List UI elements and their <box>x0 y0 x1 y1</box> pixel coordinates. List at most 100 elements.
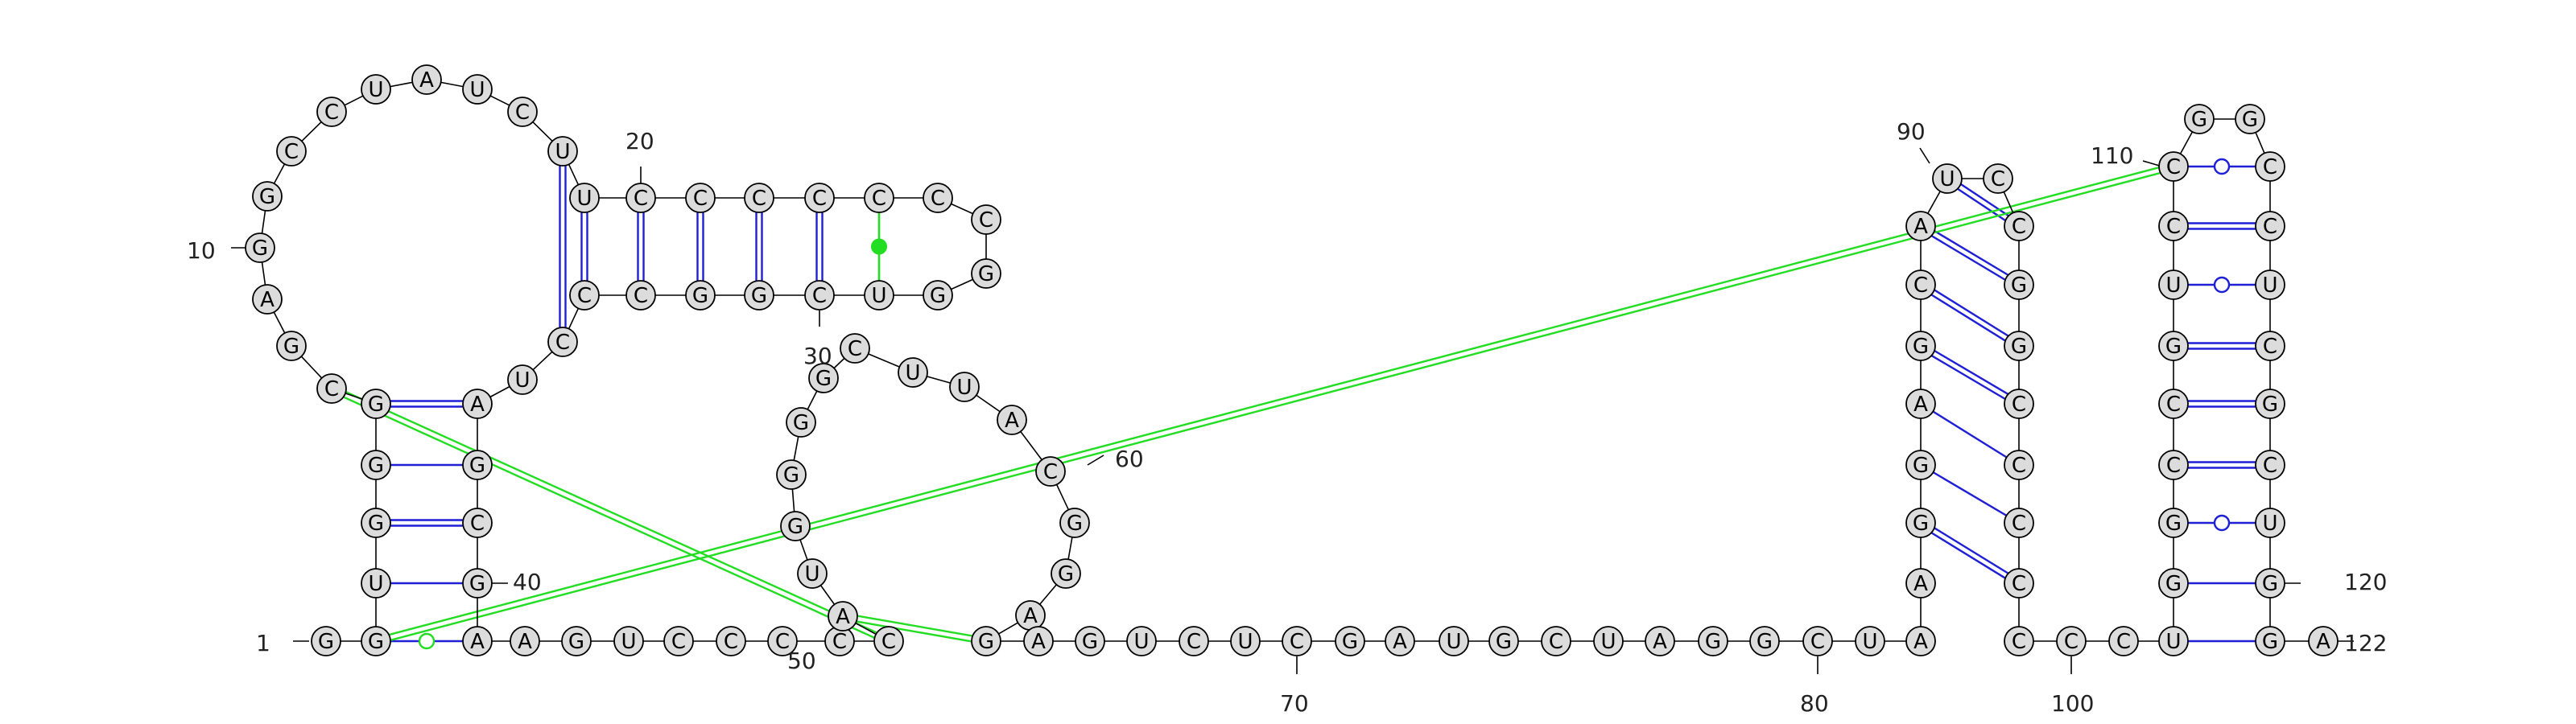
backbone-13-14 <box>344 95 364 106</box>
nucleotide-92: C <box>2004 211 2034 241</box>
nucleotide-5: G <box>361 450 391 480</box>
nucleotide-letter: C <box>2012 215 2026 239</box>
position-label-50: 50 <box>787 648 816 674</box>
nucleotide-66: G <box>1075 626 1105 656</box>
nucleotide-circle <box>1488 626 1519 656</box>
backbone-110-111 <box>2179 131 2194 154</box>
nucleotide-letter: C <box>470 512 485 536</box>
nucleotide-circle <box>1905 508 1936 538</box>
position-label-20: 20 <box>625 128 654 154</box>
nucleotide-circle <box>2255 211 2285 241</box>
base-pair-108-115-wobble-mark <box>2213 276 2231 294</box>
nucleotide-letter: G <box>469 454 485 478</box>
base-pair-24-29-mark <box>871 238 887 255</box>
nucleotide-54: G <box>786 407 816 438</box>
nucleotide-104: G <box>2158 508 2189 538</box>
nucleotide-letter: A <box>470 630 485 654</box>
nucleotide-circle <box>685 280 716 311</box>
nucleotide-11: G <box>252 181 283 212</box>
nucleotide-circle <box>462 74 493 105</box>
nucleotide-114: C <box>2255 211 2285 241</box>
nucleotide-circle <box>2158 151 2189 182</box>
nucleotide-106: C <box>2158 389 2189 419</box>
nucleotide-75: C <box>1541 626 1571 656</box>
nucleotide-circle <box>1335 626 1365 656</box>
nucleotide-circle <box>685 183 716 213</box>
nucleotide-circle <box>361 389 391 419</box>
nucleotide-120: G <box>2255 568 2285 599</box>
nucleotide-circle <box>1059 508 1090 538</box>
nucleotide-circle <box>1905 331 1936 361</box>
backbone-59-60 <box>1020 430 1042 461</box>
nucleotide-79: G <box>1749 626 1780 656</box>
nucleotide-letter: U <box>2165 630 2181 654</box>
backbone-62-63 <box>1039 584 1057 605</box>
backbone-50-51 <box>819 585 836 605</box>
nucleotide-letter: U <box>2262 274 2277 298</box>
nucleotide-letter: A <box>1913 215 1928 239</box>
nucleotide-letter: U <box>514 368 530 393</box>
nucleotide-circle <box>2255 389 2285 419</box>
nucleotide-letter: C <box>1290 630 1304 654</box>
base-pair-90-92-b <box>1960 183 2009 217</box>
nucleotide-letter: C <box>2012 393 2026 417</box>
nucleotide-83: A <box>1905 568 1936 599</box>
nucleotide-letter: U <box>1600 630 1616 654</box>
nucleotide-circle <box>2255 626 2285 656</box>
nucleotide-circle <box>2004 331 2034 361</box>
nucleotide-34: C <box>569 280 600 311</box>
nucleotide-circle <box>808 363 839 393</box>
nucleotide-50: A <box>828 601 858 631</box>
nucleotide-49: C <box>873 626 904 656</box>
nucleotide-circle <box>873 626 904 656</box>
nucleotide-46: C <box>716 626 746 656</box>
nucleotide-69: U <box>1230 626 1261 656</box>
nucleotide-22: C <box>744 183 774 213</box>
nucleotide-6: G <box>361 389 391 419</box>
nucleotide-57: U <box>898 357 928 388</box>
nucleotide-82: A <box>1905 626 1936 656</box>
nucleotide-letter: C <box>832 630 847 654</box>
nucleotide-letter: G <box>2165 512 2182 536</box>
nucleotide-letter: C <box>752 187 766 211</box>
nucleotide-20: C <box>625 183 656 213</box>
nucleotide-circle <box>767 626 798 656</box>
nucleotide-letter: U <box>368 78 383 102</box>
nucleotide-circle <box>1905 450 1936 480</box>
nucleotide-letter: U <box>555 140 570 164</box>
backbone-52-53 <box>791 488 795 512</box>
nucleotide-53: G <box>776 459 807 490</box>
nucleotide-96: C <box>2004 450 2034 480</box>
nucleotide-102: U <box>2158 626 2189 656</box>
nucleotide-letter: U <box>956 376 972 400</box>
base-pair-86-96 <box>1932 410 2008 459</box>
nucleotide-circle <box>569 183 600 213</box>
nucleotide-circle <box>252 181 283 212</box>
nucleotide-circle <box>776 459 807 490</box>
nucleotide-98: C <box>2004 568 2034 599</box>
nucleotide-1: G <box>311 626 341 656</box>
backbone-35-36 <box>532 351 553 371</box>
pseudoknot-50-64-a <box>842 618 986 645</box>
nucleotide-74: G <box>1488 626 1519 656</box>
nucleotide-circle <box>1645 626 1675 656</box>
nucleotide-letter: C <box>775 630 790 654</box>
nucleotide-circle <box>1905 626 1936 656</box>
nucleotide-circle <box>804 280 835 311</box>
nucleotide-circle <box>797 558 828 589</box>
nucleotide-letter: G <box>2011 335 2027 359</box>
nucleotide-letter: A <box>1023 604 1038 628</box>
backbone-14-15 <box>390 81 413 88</box>
nucleotide-12: C <box>276 136 307 167</box>
nucleotide-58: U <box>949 372 980 402</box>
nucleotide-circle <box>2255 151 2285 182</box>
nucleotide-letter: A <box>1913 572 1928 596</box>
nucleotide-letter: C <box>2012 454 2026 478</box>
nucleotide-2: G <box>361 626 391 656</box>
nucleotide-circle <box>840 333 870 364</box>
nucleotide-84: G <box>1905 508 1936 538</box>
nucleotide-circle <box>2158 269 2189 300</box>
nucleotide-letter: G <box>568 630 584 654</box>
nucleotide-91: C <box>1983 163 2013 194</box>
